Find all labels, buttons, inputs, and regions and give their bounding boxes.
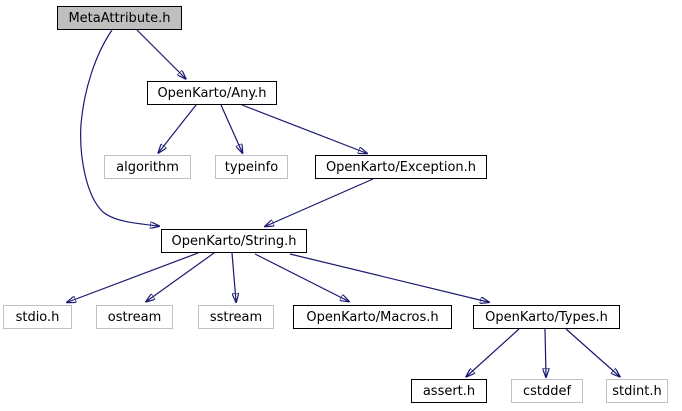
edge-types-to-cstddef bbox=[545, 328, 546, 376]
node-ostream: ostream bbox=[96, 305, 173, 329]
edge-any-to-algorithm bbox=[159, 104, 197, 152]
edge-any-to-exception bbox=[241, 104, 366, 153]
node-assert-h[interactable]: assert.h bbox=[411, 379, 487, 403]
node-metaattribute-h: MetaAttribute.h bbox=[57, 6, 182, 30]
node-sstream: sstream bbox=[198, 305, 274, 329]
node-openkarto-macros-h[interactable]: OpenKarto/Macros.h bbox=[293, 305, 452, 329]
edge-string-to-ostream bbox=[147, 252, 215, 301]
node-typeinfo: typeinfo bbox=[215, 155, 288, 179]
node-cstddef: cstddef bbox=[511, 379, 583, 403]
node-algorithm: algorithm bbox=[104, 155, 191, 179]
edge-exception-to-string bbox=[266, 178, 374, 226]
edge-string-to-sstream bbox=[231, 252, 236, 301]
edge-any-to-typeinfo bbox=[220, 104, 242, 152]
node-stdio-h: stdio.h bbox=[3, 305, 72, 329]
edge-string-to-macros bbox=[254, 253, 348, 301]
node-openkarto-string-h[interactable]: OpenKarto/String.h bbox=[161, 229, 307, 253]
edge-string-to-stdio bbox=[68, 252, 199, 302]
node-openkarto-exception-h[interactable]: OpenKarto/Exception.h bbox=[315, 155, 487, 179]
node-openkarto-types-h[interactable]: OpenKarto/Types.h bbox=[473, 305, 620, 329]
edge-metaattribute-to-any bbox=[136, 29, 185, 78]
node-stdint-h: stdint.h bbox=[606, 379, 668, 403]
edge-types-to-assert bbox=[467, 328, 520, 376]
node-openkarto-any-h[interactable]: OpenKarto/Any.h bbox=[147, 81, 277, 105]
edge-metaattribute-to-string bbox=[80, 29, 158, 226]
edge-types-to-stdint bbox=[565, 328, 619, 376]
edge-string-to-types bbox=[289, 253, 488, 302]
